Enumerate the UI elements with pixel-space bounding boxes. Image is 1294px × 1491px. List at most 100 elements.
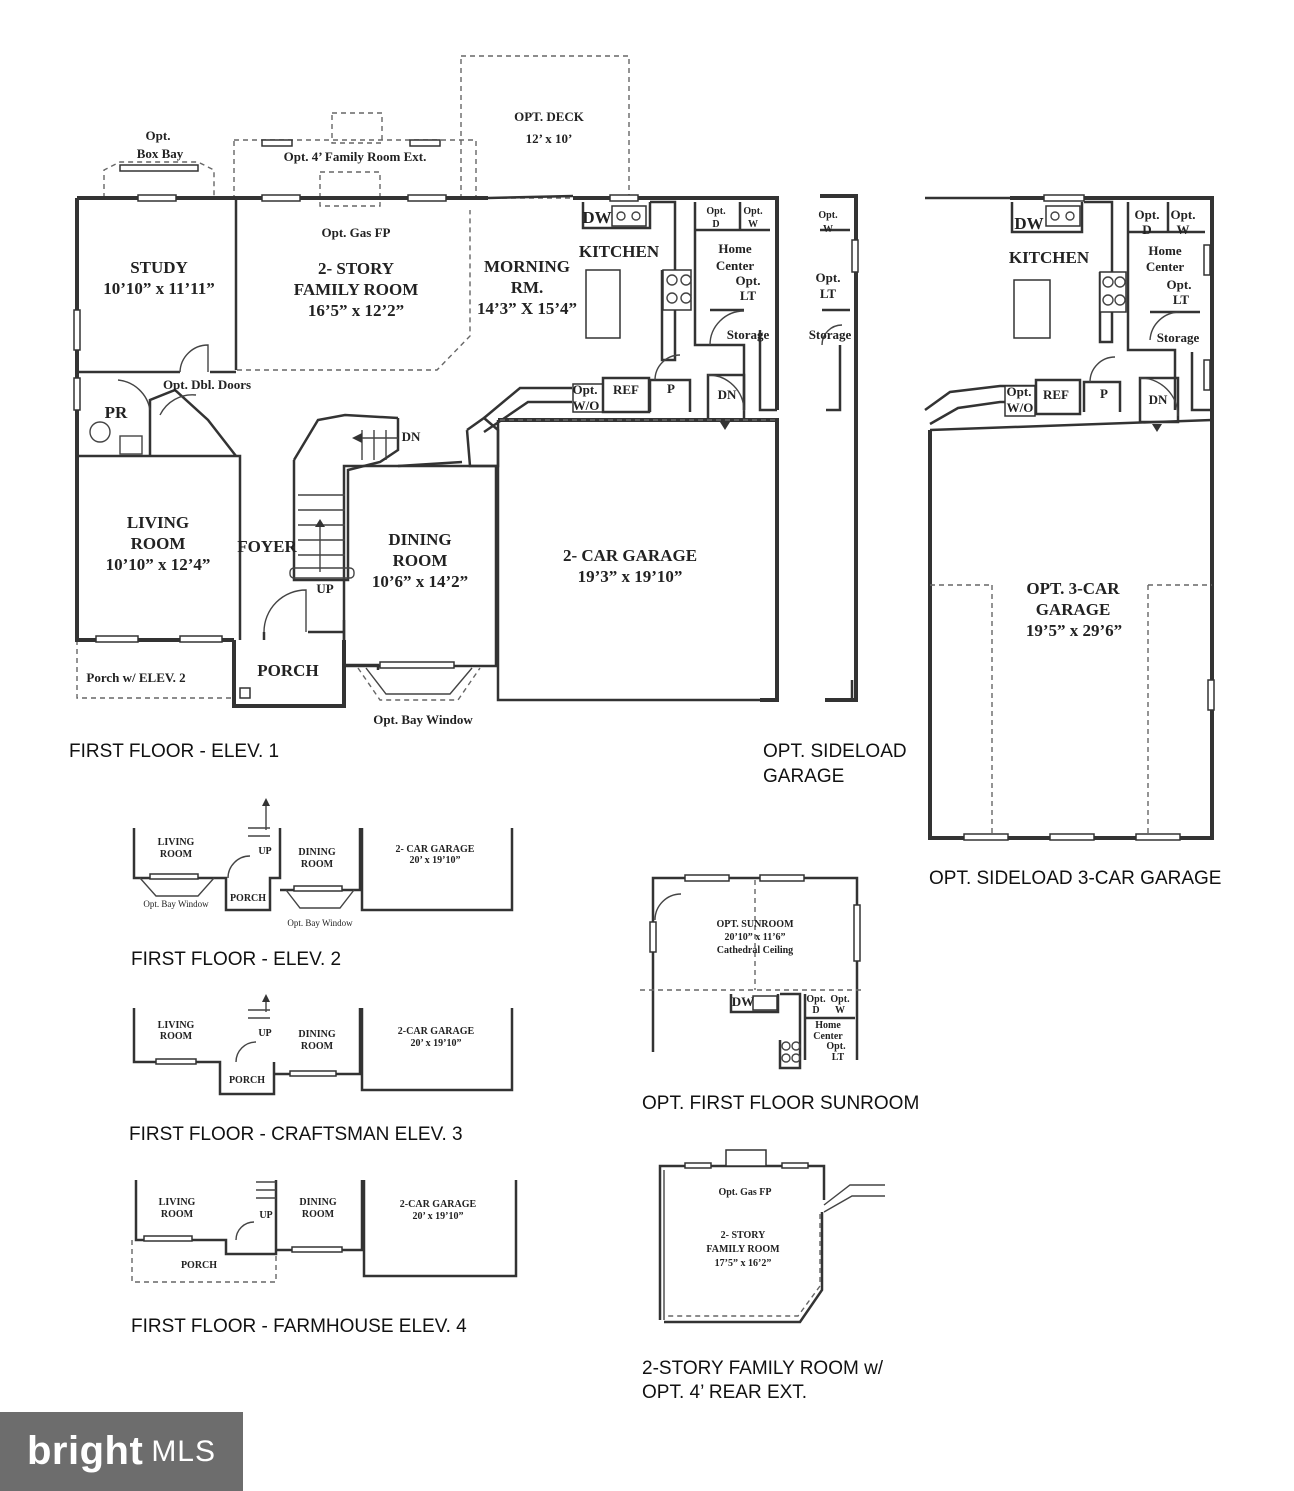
elev3-living-2: ROOM (160, 1031, 193, 1042)
watermark-brand: bright (27, 1429, 144, 1473)
3car-opt-w-1: Opt. (1171, 207, 1196, 222)
sideload-opt-w-1: Opt. (818, 210, 838, 221)
living-room-size: 10’10” x 12’4” (106, 555, 211, 574)
3car-dishwasher: DW (1014, 214, 1043, 233)
pantry-label: P (667, 381, 675, 396)
opt-fireplace-ext (331, 112, 383, 144)
3car-dn: DN (1149, 392, 1168, 407)
sunroom-home-center-1: Home (815, 1020, 841, 1031)
opt-box-bay-label-2: Box Bay (137, 146, 184, 161)
caption-sideload-2: GARAGE (763, 766, 844, 787)
family-room-angled-wall (237, 210, 471, 371)
ext-family-size: 17’5” x 16’2” (715, 1258, 772, 1269)
opt-sideload-garage-plan: Opt. W Opt. LT Storage OPT. SIDELOAD GAR… (763, 194, 907, 787)
opt-gas-fp-label: Opt. Gas FP (322, 225, 391, 240)
down-stairs-label: DN (718, 387, 737, 402)
watermark-mls: MLS (151, 1434, 216, 1468)
elev3-porch: PORCH (229, 1075, 265, 1086)
ext-family-2: FAMILY ROOM (706, 1244, 780, 1255)
dining-room-size: 10’6” x 14’2” (372, 572, 468, 591)
bright-mls-watermark: bright MLS (0, 1412, 243, 1491)
sideload-opt-lt-2: LT (820, 286, 836, 301)
porch-elev2-outline (76, 640, 234, 699)
elev2-bay-window-right: Opt. Bay Window (287, 918, 353, 928)
elev2-bay-window-left: Opt. Bay Window (143, 899, 209, 909)
elev3-garage-size: 20’ x 19’10” (411, 1038, 462, 1049)
refrigerator-label: REF (613, 382, 639, 397)
family-room-label-1: 2- STORY (318, 259, 394, 278)
caption-sunroom: OPT. FIRST FLOOR SUNROOM (642, 1093, 919, 1114)
elev2-up: UP (258, 846, 271, 857)
kitchen-island (585, 269, 621, 339)
3car-home-center-1: Home (1148, 243, 1181, 258)
elev3-dining-1: DINING (298, 1029, 335, 1040)
3car-kitchen-label: KITCHEN (1009, 248, 1090, 267)
elev4-dining-2: ROOM (302, 1209, 335, 1220)
caption-elev2: FIRST FLOOR - ELEV. 2 (131, 949, 341, 970)
first-floor-elev1-plan: OPT. DECK 12’ x 10’ Opt. Box Bay Opt. 4’… (69, 55, 779, 762)
sunroom-opt-lt-2: LT (832, 1052, 845, 1063)
ext-family-1: 2- STORY (721, 1230, 767, 1241)
3car-garage-label-1: OPT. 3-CAR (1026, 579, 1120, 598)
opt-bay-window (357, 667, 481, 701)
powder-room-label: PR (105, 403, 128, 422)
sideload-opt-lt-1: Opt. (816, 270, 841, 285)
sideload-storage: Storage (809, 327, 852, 342)
caption-elev3: FIRST FLOOR - CRAFTSMAN ELEV. 3 (129, 1124, 463, 1145)
study-label: STUDY (130, 258, 188, 277)
opt-family-ext-outline (233, 139, 477, 199)
3car-opt-d-2: D (1142, 222, 1151, 237)
porch-elev2-label: Porch w/ ELEV. 2 (86, 670, 185, 685)
garage-size: 19’3” x 19’10” (578, 567, 683, 586)
sunroom-opt-d-2: D (812, 1005, 819, 1016)
3car-garage-label-2: GARAGE (1036, 600, 1111, 619)
dishwasher-label: DW (582, 208, 611, 227)
elev2-living-2: ROOM (160, 849, 193, 860)
morning-room-label-2: RM. (511, 278, 544, 297)
elev4-porch: PORCH (181, 1260, 217, 1271)
3car-opt-lt-1: Opt. (1167, 277, 1192, 292)
sunroom-home-center-2: Center (813, 1031, 843, 1042)
3car-opt-wo-2: W/O (1007, 400, 1034, 415)
garage-label: 2- CAR GARAGE (563, 546, 697, 565)
kitchen-label: KITCHEN (579, 242, 660, 261)
morning-room-size: 14’3” X 15’4” (477, 299, 577, 318)
elev4-dining-1: DINING (299, 1197, 336, 1208)
family-room-size: 16’5” x 12’2” (308, 301, 404, 320)
elev3-garage: 2-CAR GARAGE (398, 1026, 475, 1037)
opt-bay-window-label: Opt. Bay Window (373, 712, 473, 727)
stair-up-label: UP (316, 581, 333, 596)
opt-box-bay-outline (103, 161, 215, 198)
3car-home-center-2: Center (1146, 259, 1184, 274)
opt-sunroom-plan: OPT. SUNROOM 20’10” x 11’6” Cathedral Ce… (640, 874, 919, 1114)
elev3-up: UP (258, 1028, 271, 1039)
opt-gas-fp-outline (319, 171, 381, 207)
elev2-garage-size: 20’ x 19’10” (410, 855, 461, 866)
opt-dryer-label-1: Opt. (706, 206, 726, 217)
morning-room-label-1: MORNING (484, 257, 570, 276)
living-room-label-1: LIVING (127, 513, 189, 532)
foyer-label: FOYER (237, 537, 297, 556)
elev2-dining-1: DINING (298, 847, 335, 858)
opt-box-bay-label-1: Opt. (146, 128, 171, 143)
porch-label: PORCH (257, 661, 318, 680)
sunroom-opt-w-1: Opt. (830, 994, 850, 1005)
elev3-living-1: LIVING (158, 1020, 195, 1031)
sideload-opt-w-2: W (823, 224, 833, 235)
first-floor-elev2-plan: LIVING ROOM DINING ROOM UP 2- CAR GARAGE… (131, 798, 514, 970)
opt-dryer-label-2: D (712, 219, 719, 230)
caption-sideload-1: OPT. SIDELOAD (763, 741, 907, 762)
opt-deck-outline (460, 55, 630, 199)
sunroom-title: OPT. SUNROOM (716, 919, 794, 930)
family-room-label-2: FAMILY ROOM (294, 280, 419, 299)
sunroom-opt-lt-1: Opt. (826, 1041, 846, 1052)
family-room-ext-plan: Opt. Gas FP 2- STORY FAMILY ROOM 17’5” x… (642, 1149, 885, 1403)
caption-family-ext-2: OPT. 4’ REAR EXT. (642, 1382, 807, 1403)
elev4-living-2: ROOM (161, 1209, 194, 1220)
opt-deck-label: OPT. DECK (514, 109, 585, 124)
caption-family-ext-1: 2-STORY FAMILY ROOM w/ (642, 1358, 884, 1379)
first-floor-elev4-plan: LIVING ROOM DINING ROOM UP 2-CAR GARAGE … (131, 1180, 518, 1337)
opt-3-car-garage-plan: DW KITCHEN Opt. D Opt. W Home Center Opt… (924, 194, 1221, 889)
elev4-living-1: LIVING (159, 1197, 196, 1208)
3car-ref: REF (1043, 387, 1069, 402)
